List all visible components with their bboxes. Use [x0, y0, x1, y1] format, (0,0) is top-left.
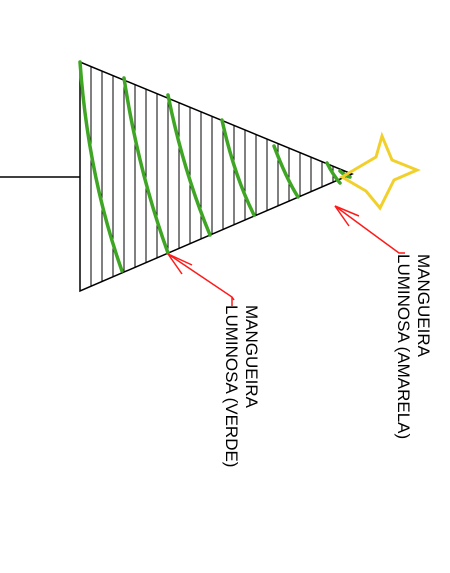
green-hose-segment [325, 161, 342, 185]
green-hose-segment [220, 118, 256, 217]
green-hose-segment [122, 76, 170, 255]
yellow-hose-label-line-1: MANGUEIRA [414, 254, 433, 358]
yellow-hose-label: MANGUEIRA LUMINOSA (AMARELA) [394, 254, 433, 439]
star-icon [339, 131, 421, 211]
green-hose-segment [78, 60, 124, 273]
triangle-tree-icon [79, 60, 354, 293]
yellow-hose-arrow [334, 205, 405, 254]
green-hose-label: MANGUEIRA LUMINOSA (VERDE) [222, 305, 261, 467]
green-hose-label-line-1: MANGUEIRA [242, 305, 261, 409]
green-hose-segment [166, 93, 212, 237]
tree-hatch-lines [90, 66, 345, 287]
green-hose-arrow [167, 253, 235, 306]
green-hose-segment [272, 144, 300, 199]
yellow-hose-label-line-2: LUMINOSA (AMARELA) [394, 254, 413, 439]
green-hose-label-line-2: LUMINOSA (VERDE) [222, 305, 241, 467]
green-hose-lines [78, 60, 352, 273]
